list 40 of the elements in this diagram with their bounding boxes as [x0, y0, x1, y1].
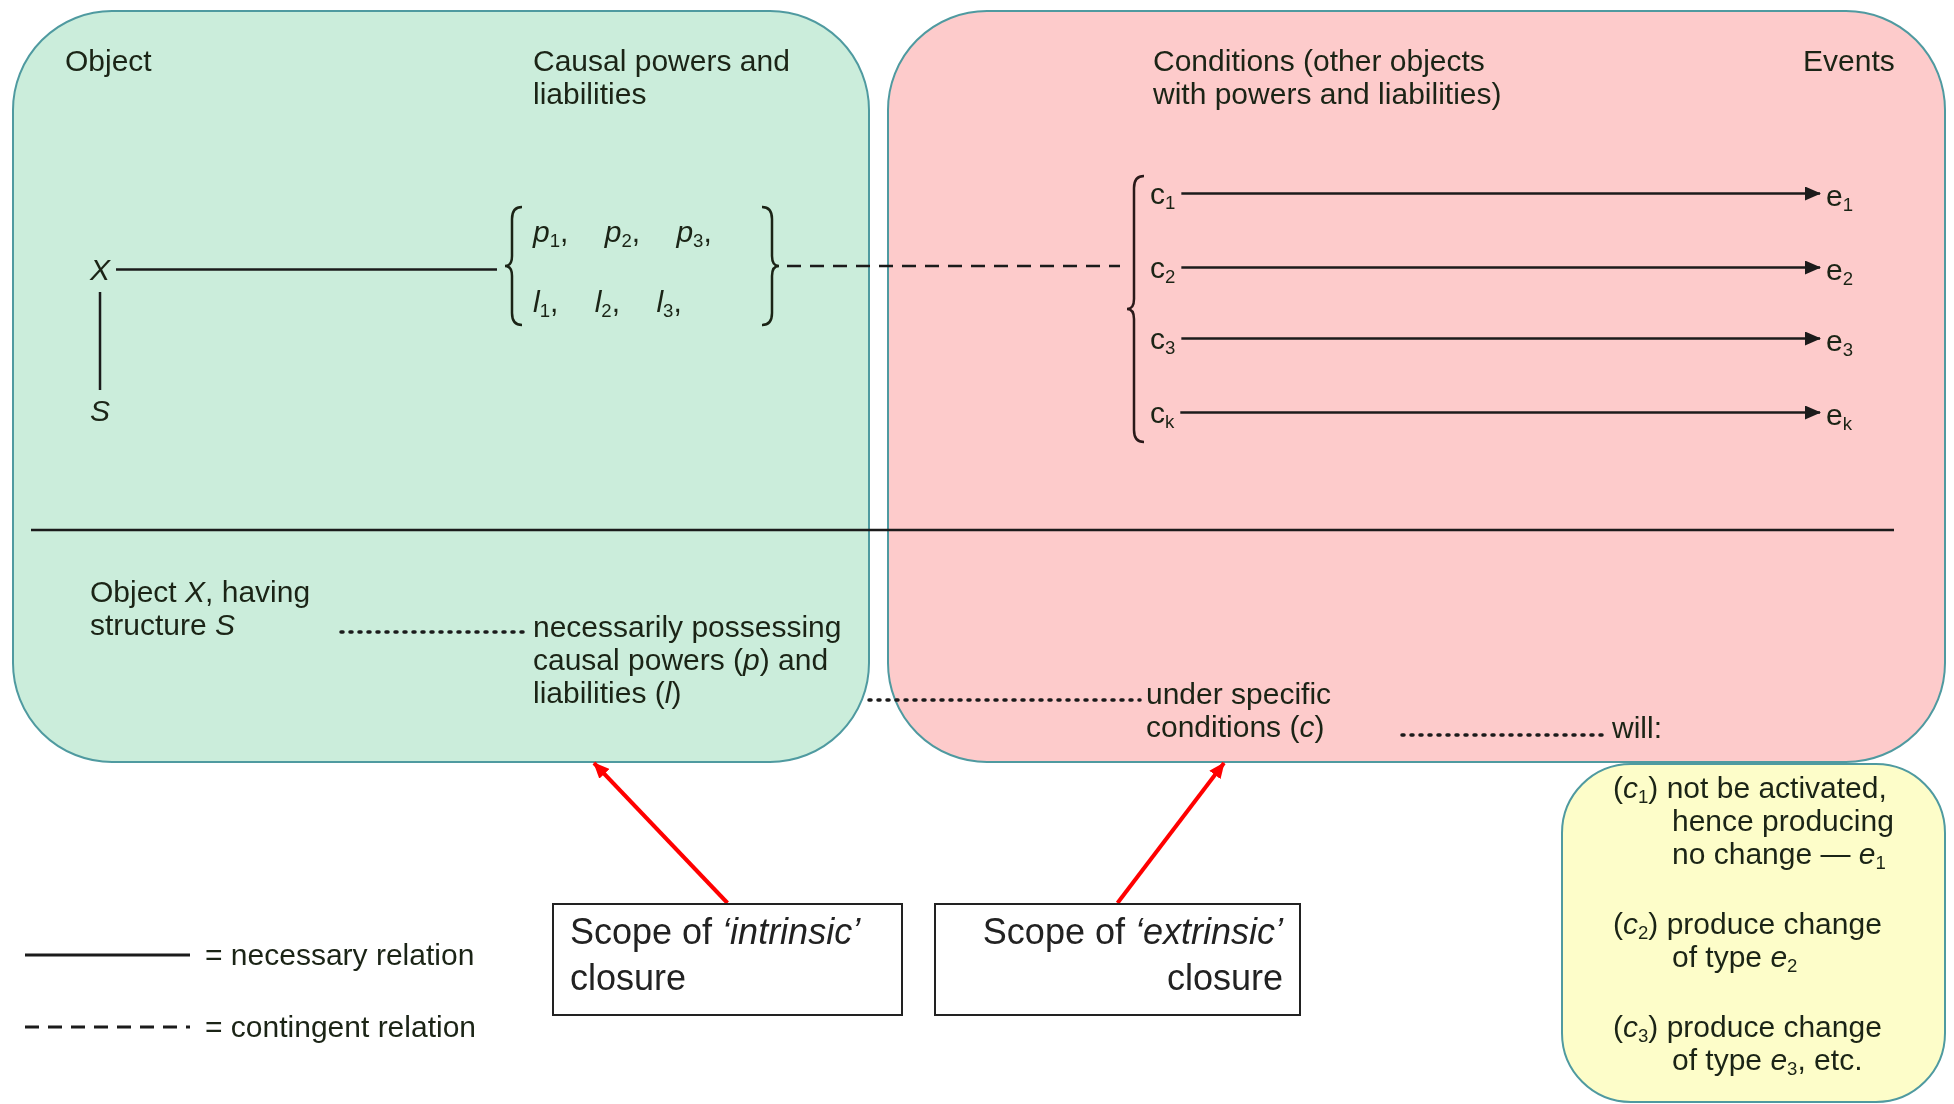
powers-row: l$_{1}$, l$_{2}$, l$_{3}$,	[533, 285, 682, 318]
heading-label: Events	[1803, 44, 1895, 77]
heading-label: Conditions (other objects with powers and liabilities)	[1153, 44, 1503, 110]
description-text: Object X, having structure S	[90, 575, 335, 641]
event-label: e$_{1}$	[1826, 179, 1854, 212]
description-text: will:	[1612, 711, 1662, 744]
condition-label: c$_{3}$	[1150, 322, 1176, 355]
heading-label: Causal powers and liabilities	[533, 44, 791, 110]
panel	[887, 10, 1946, 763]
note-text: (c$_{1}$) not be activated, hence producing no change — e$_{1}$	[1613, 771, 1895, 870]
heading-label: Object	[65, 44, 152, 77]
legend-text: = contingent relation	[205, 1010, 477, 1043]
arrow	[1181, 331, 1821, 346]
connector-line	[98, 292, 102, 390]
callout-box: Scope of ‘intrinsic’ closure	[552, 903, 903, 1016]
event-label: e$_{k}$	[1826, 398, 1852, 431]
description-text: necessarily possessing causal powers (p) and liabilities (l)	[533, 610, 863, 709]
condition-label: c$_{2}$	[1150, 251, 1176, 284]
arrow	[1180, 405, 1821, 420]
condition-label: c$_{k}$	[1150, 396, 1175, 429]
symbol-label: S	[90, 394, 110, 427]
event-label: e$_{2}$	[1826, 253, 1854, 286]
description-text: under specific conditions (c)	[1146, 677, 1396, 743]
arrow	[1181, 186, 1821, 201]
arrow	[592, 761, 729, 905]
dotted-line	[867, 698, 1142, 702]
note-text: (c$_{3}$) produce change of type e$_{3}$, etc.	[1613, 1010, 1883, 1076]
connector-line	[116, 268, 497, 271]
event-label: e$_{3}$	[1826, 324, 1854, 357]
arrow	[1181, 260, 1821, 275]
symbol-label: X	[90, 253, 110, 286]
panel	[12, 10, 870, 763]
condition-label: c$_{1}$	[1150, 177, 1176, 210]
callout-box: Scope of ‘extrinsic’ closure	[934, 903, 1301, 1016]
dashed-line	[787, 264, 1120, 268]
note-text: (c$_{2}$) produce change of type e$_{2}$	[1613, 907, 1883, 973]
note-panel	[1561, 763, 1946, 1103]
arrow	[1115, 761, 1226, 905]
powers-row: p$_{1}$, p$_{2}$, p$_{3}$,	[533, 215, 712, 248]
legend-text: = necessary relation	[205, 938, 475, 971]
